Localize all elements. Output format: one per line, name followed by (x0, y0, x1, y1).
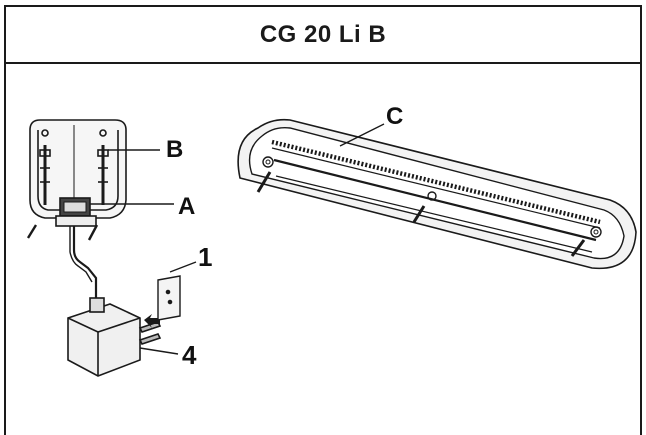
title-bar: CG 20 Li B (6, 7, 640, 64)
plug-in-arrow-icon (144, 314, 160, 328)
label-a: A (178, 193, 195, 220)
page-title: CG 20 Li B (259, 20, 387, 48)
label-c: C (386, 103, 403, 130)
leader-lines (90, 123, 385, 355)
wall-rail-icon (237, 118, 637, 270)
label-4: 4 (182, 340, 197, 370)
label-b: B (166, 136, 183, 163)
diagram-frame: CG 20 Li B (4, 5, 642, 435)
power-adapter-icon (67, 297, 162, 377)
wall-socket-icon (157, 275, 181, 321)
label-1: 1 (198, 242, 212, 272)
charging-base-icon (26, 119, 127, 300)
